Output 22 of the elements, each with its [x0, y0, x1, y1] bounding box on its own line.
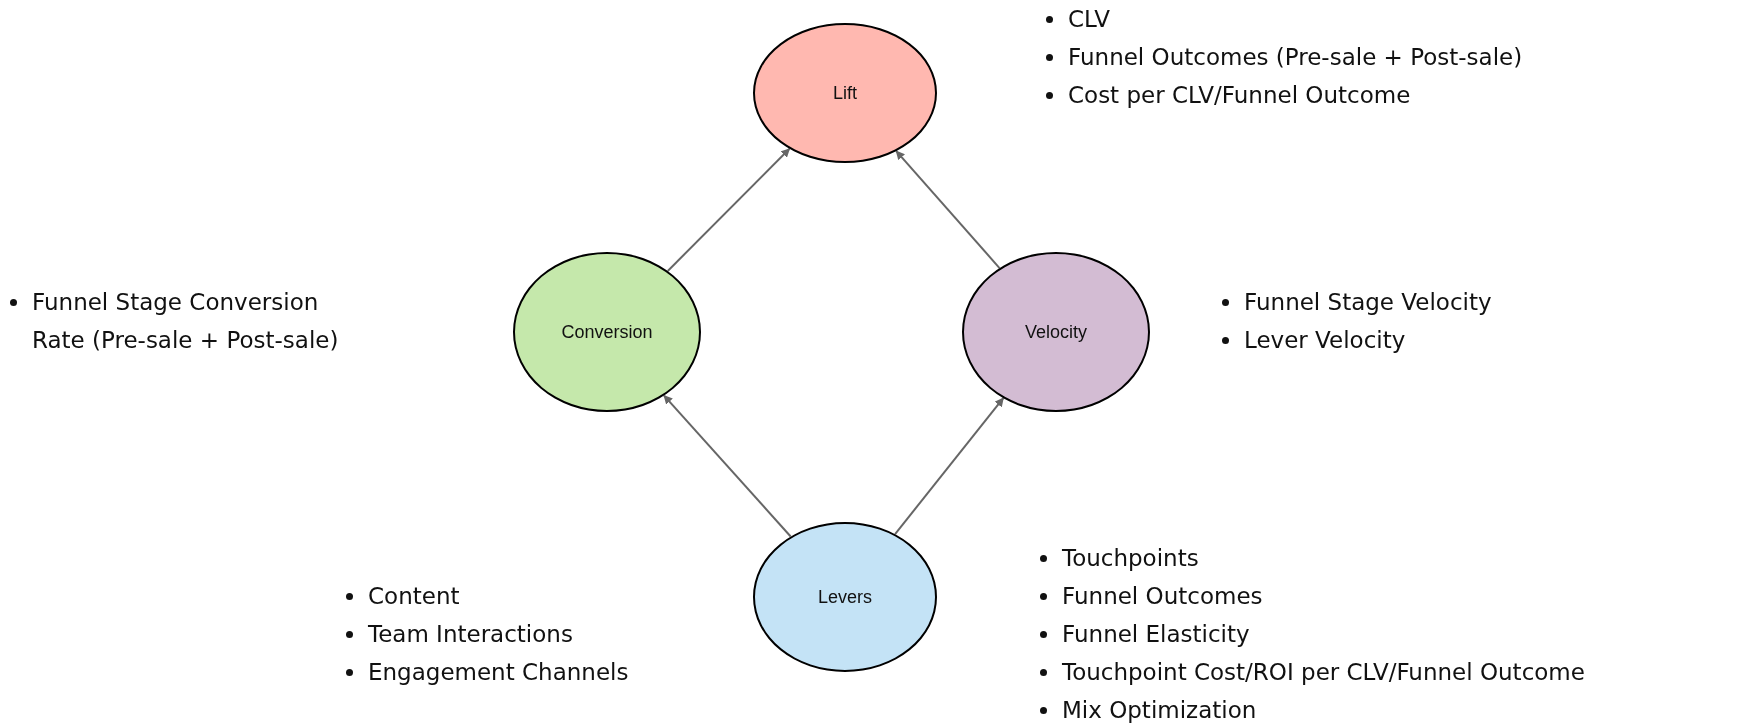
bullet-text: Funnel Outcomes (Pre-sale + Post-sale) — [1068, 43, 1523, 72]
node-label: Lift — [833, 82, 857, 104]
bullet-text: Cost per CLV/Funnel Outcome — [1068, 81, 1412, 110]
node-label: Levers — [818, 586, 872, 608]
bullet-text: Funnel Stage Velocity — [1244, 288, 1492, 317]
bullet-text: Touchpoint Cost/ROI per CLV/Funnel Outcome — [1062, 658, 1585, 687]
arrow — [663, 394, 792, 538]
bullet-text: Content — [368, 582, 461, 611]
bullet-text: Funnel Elasticity — [1062, 620, 1251, 649]
bullet-text: Lever Velocity — [1244, 326, 1407, 355]
node-label: Velocity — [1024, 321, 1087, 343]
bullet-text: Touchpoints — [1062, 544, 1200, 573]
arrow — [894, 397, 1005, 536]
node-label: Conversion — [561, 321, 653, 343]
bullet-text: Mix Optimization — [1062, 696, 1258, 725]
bullet-text: Team Interactions — [368, 620, 574, 649]
arrow — [666, 147, 791, 272]
bullet-text: Funnel Stage Conversion Rate (Pre-sale + Post-sale) — [32, 288, 340, 355]
bullet-text: Engagement Channels — [368, 658, 629, 687]
bullet-text: CLV — [1068, 5, 1112, 34]
arrow — [895, 150, 1001, 270]
bullet-text: Funnel Outcomes — [1062, 582, 1264, 611]
